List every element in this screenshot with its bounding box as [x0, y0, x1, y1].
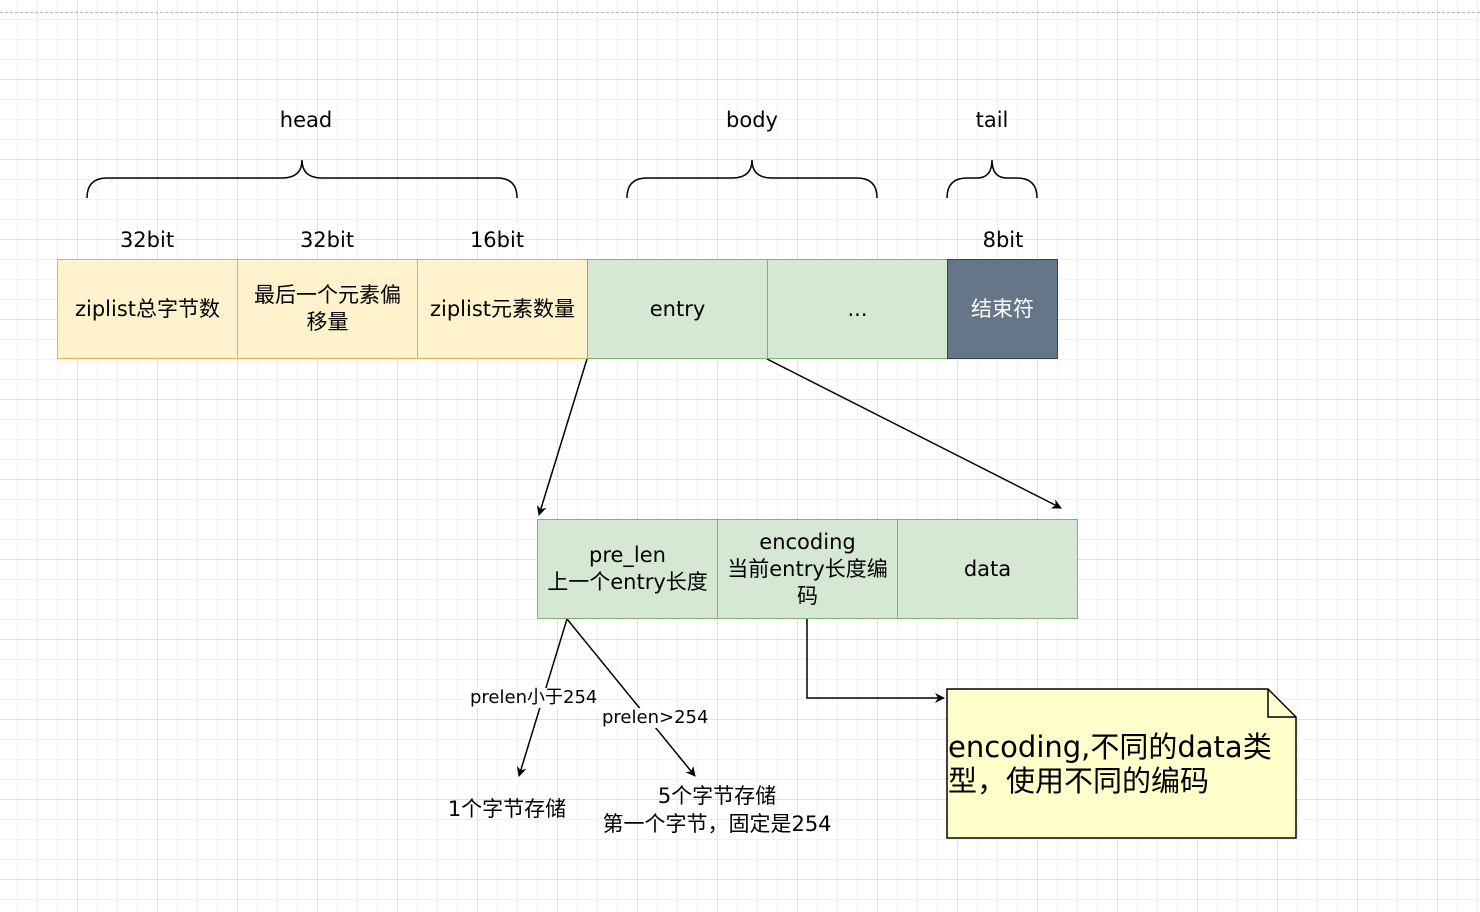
brace-body — [626, 159, 878, 199]
ziplist-tail-offset-box: 最后一个元素偏 移量 — [237, 259, 418, 359]
result-five-bytes: 5个字节存储 第一个字节，固定是254 — [602, 784, 832, 836]
ziplist-entry-count-box: ziplist元素数量 — [417, 259, 588, 359]
edge-label-prelen-large: prelen>254 — [601, 707, 710, 728]
arrow-prelen-large — [566, 618, 696, 777]
edge-label-prelen-small: prelen小于254 — [469, 687, 599, 708]
ziplist-entry-box: entry — [587, 259, 768, 359]
ziplist-end-box: 结束符 — [947, 259, 1058, 359]
section-head-label: head — [279, 108, 333, 132]
ziplist-total-bytes-box: ziplist总字节数 — [57, 259, 238, 359]
section-tail-label: tail — [975, 108, 1009, 132]
arrow-entry-to-data — [766, 358, 1062, 509]
entry-data-box: data — [897, 519, 1078, 619]
bit-label-entry-count: 16bit — [469, 228, 525, 252]
bit-label-tail-offset: 32bit — [299, 228, 355, 252]
bit-label-total-bytes: 32bit — [119, 228, 175, 252]
note-text: encoding,不同的data类型，使用不同的编码 — [948, 730, 1272, 798]
entry-prelen-box: pre_len 上一个entry长度 — [537, 519, 718, 619]
section-body-label: body — [726, 108, 778, 132]
entry-encoding-box: encoding 当前entry长度编 码 — [717, 519, 898, 619]
bit-label-end: 8bit — [982, 228, 1024, 252]
encoding-note: encoding,不同的data类型，使用不同的编码 — [946, 688, 1297, 839]
brace-head — [86, 159, 518, 199]
brace-tail — [946, 159, 1038, 199]
arrow-entry-to-prelen — [536, 358, 588, 516]
ziplist-ellipsis-box: ... — [767, 259, 948, 359]
page-boundary — [0, 12, 1480, 13]
note-shape — [946, 688, 1297, 839]
result-one-byte: 1个字节存储 — [447, 797, 567, 821]
arrow-encoding-to-note — [806, 619, 945, 703]
